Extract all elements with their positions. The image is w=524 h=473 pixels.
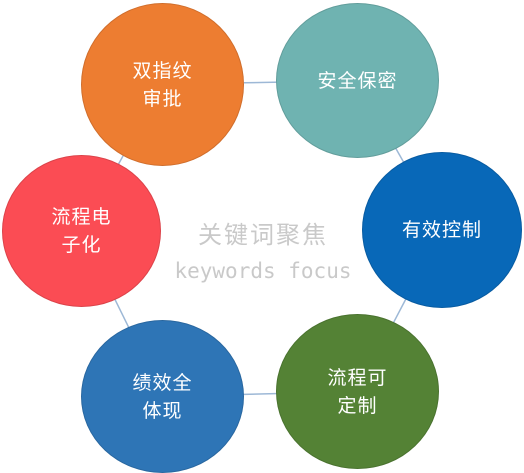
link-lower-left bbox=[114, 298, 130, 329]
link-upper-right bbox=[394, 147, 405, 163]
link-top bbox=[243, 81, 281, 84]
link-lower-right bbox=[392, 298, 407, 324]
node-electronic-process: 流程电 子化 bbox=[2, 155, 161, 307]
node-security-confidentiality: 安全保密 bbox=[276, 3, 439, 158]
link-bottom bbox=[238, 392, 281, 396]
center-title: 关键词聚焦 bbox=[198, 221, 328, 249]
node-performance-visible: 绩效全 体现 bbox=[81, 320, 244, 473]
node-dual-fingerprint-approval: 双指纹 审批 bbox=[81, 3, 244, 166]
node-effective-control: 有效控制 bbox=[362, 152, 522, 308]
center-subtitle: keywords focus bbox=[174, 259, 352, 283]
node-customizable-process: 流程可 定制 bbox=[276, 314, 439, 469]
